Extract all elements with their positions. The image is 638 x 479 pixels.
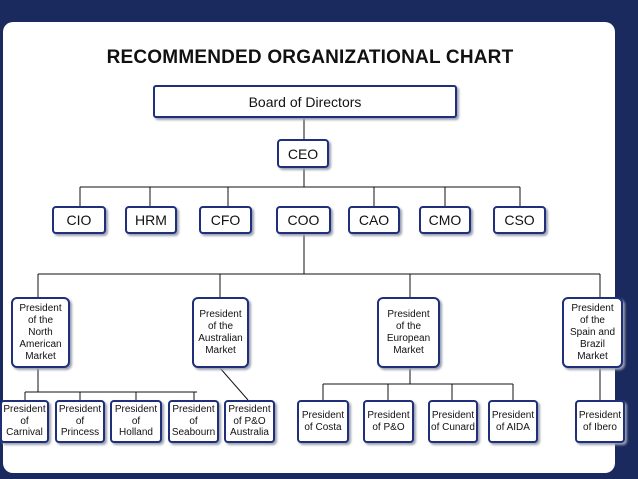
president-costa-box: President of Costa (297, 400, 349, 443)
president-holland-label: President of Holland (114, 404, 158, 439)
cio-label: CIO (66, 212, 92, 228)
president-po-label: President of P&O (367, 410, 410, 433)
president-seabourn-box: President of Seabourn (168, 400, 219, 443)
president-ibero-box: President of Ibero (575, 400, 625, 443)
ceo-box: CEO (277, 139, 329, 168)
cao-box: CAO (348, 206, 400, 234)
hrm-label: HRM (135, 212, 167, 228)
president-po-box: President of P&O (363, 400, 414, 443)
president-spain-brazil-label: President of the Spain and Brazil Market (569, 302, 616, 362)
president-north-american-box: President of the North American Market (11, 297, 70, 368)
cso-box: CSO (493, 206, 546, 234)
cfo-label: CFO (210, 212, 241, 228)
hrm-box: HRM (125, 206, 177, 234)
president-european-box: President of the European Market (377, 297, 440, 368)
coo-box: COO (276, 206, 331, 234)
cmo-box: CMO (419, 206, 471, 234)
president-carnival-box: President of Carnival (0, 400, 49, 443)
president-european-label: President of the European Market (386, 308, 431, 356)
president-australian-label: President of the Australian Market (198, 308, 243, 356)
cfo-box: CFO (199, 206, 252, 234)
president-spain-brazil-box: President of the Spain and Brazil Market (562, 297, 623, 368)
president-po-australia-label: President of P&O Australia (228, 404, 271, 439)
president-aida-box: President of AIDA (488, 400, 538, 443)
president-carnival-label: President of Carnival (3, 404, 46, 439)
board-label: Board of Directors (248, 93, 362, 110)
president-princess-box: President of Princess (55, 400, 105, 443)
president-cunard-box: President of Cunard (428, 400, 478, 443)
president-seabourn-label: President of Seabourn (171, 404, 216, 439)
president-costa-label: President of Costa (301, 410, 345, 433)
coo-label: COO (287, 212, 320, 228)
ceo-label: CEO (287, 145, 319, 162)
cmo-label: CMO (428, 212, 462, 228)
president-cunard-label: President of Cunard (431, 410, 475, 433)
president-australian-box: President of the Australian Market (192, 297, 249, 368)
board-of-directors-box: Board of Directors (153, 85, 457, 118)
page-title: RECOMMENDED ORGANIZATIONAL CHART (106, 47, 514, 68)
president-ibero-label: President of Ibero (578, 410, 622, 433)
cio-box: CIO (52, 206, 106, 234)
president-aida-label: President of AIDA (491, 410, 535, 433)
cao-label: CAO (358, 212, 390, 228)
cso-label: CSO (504, 212, 535, 228)
president-north-american-label: President of the North American Market (19, 302, 62, 362)
president-holland-box: President of Holland (110, 400, 162, 443)
president-princess-label: President of Princess (58, 404, 102, 439)
president-po-australia-box: President of P&O Australia (224, 400, 275, 443)
